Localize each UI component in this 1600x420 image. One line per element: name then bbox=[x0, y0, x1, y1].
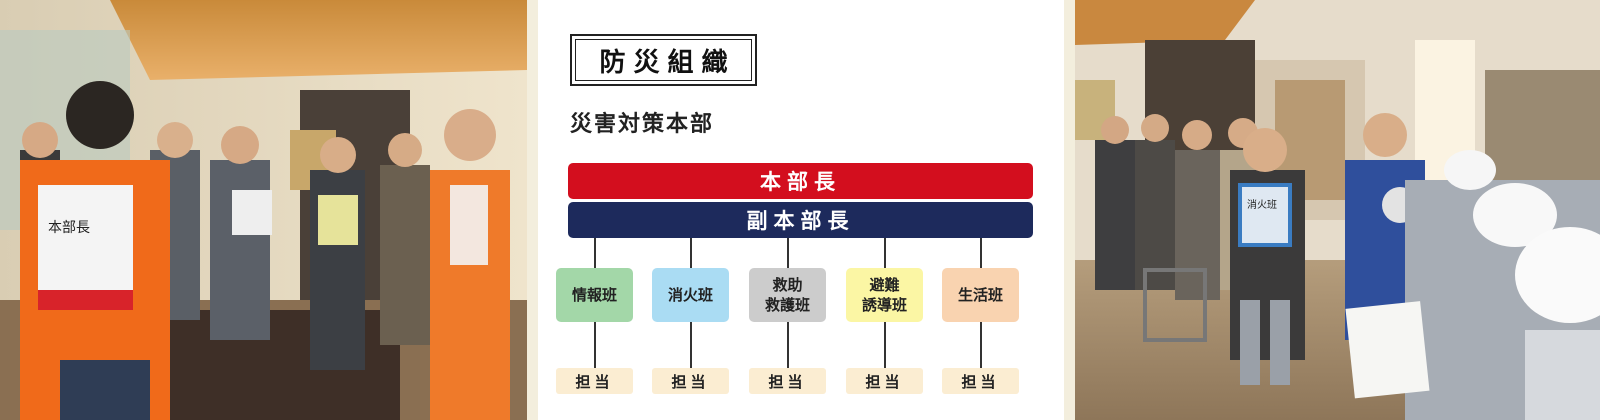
team-box: 消火班 bbox=[652, 268, 729, 322]
connector-line-upper bbox=[787, 238, 789, 268]
assignee-tag: 担当 bbox=[846, 368, 923, 394]
team-label: 避難 誘導班 bbox=[861, 276, 907, 314]
connector-line-lower bbox=[594, 322, 596, 368]
team-label: 救助 救護班 bbox=[764, 276, 810, 314]
photo-right-evacuation-drill: 消火班 bbox=[1075, 0, 1600, 420]
org-subtitle: 災害対策本部 bbox=[570, 112, 715, 137]
team-box: 避難 誘導班 bbox=[846, 268, 923, 322]
assignee-tag: 担当 bbox=[652, 368, 729, 394]
connector-line-lower bbox=[884, 322, 886, 368]
photo-right-illustration: 消火班 bbox=[1075, 0, 1600, 420]
team-label: 情報班 bbox=[571, 286, 617, 304]
assignee-tag: 担当 bbox=[749, 368, 826, 394]
vice-chief-bar: 副本部長 bbox=[568, 202, 1033, 238]
photo-left-illustration: 本部長 bbox=[0, 0, 527, 420]
connector-line-upper bbox=[690, 238, 692, 268]
vest-label-right: 消火班 bbox=[1247, 198, 1277, 211]
org-title: 防災組織 bbox=[599, 47, 736, 78]
team-box: 救助 救護班 bbox=[749, 268, 826, 322]
team-box: 情報班 bbox=[556, 268, 633, 322]
assignee-tag: 担当 bbox=[942, 368, 1019, 394]
connector-line-lower bbox=[787, 322, 789, 368]
team-label: 生活班 bbox=[957, 286, 1003, 304]
connector-line-upper bbox=[980, 238, 982, 268]
vest-label-left: 本部長 bbox=[48, 220, 90, 236]
connector-line-upper bbox=[594, 238, 596, 268]
org-chart-panel: 防災組織 災害対策本部 本部長 副本部長 情報班担当 消火班担当 救助 救護班担当 避… bbox=[538, 0, 1064, 420]
connector-line-lower bbox=[980, 322, 982, 368]
photo-left-drill-meeting: 本部長 bbox=[0, 0, 527, 420]
chief-bar: 本部長 bbox=[568, 163, 1033, 199]
connector-line-upper bbox=[884, 238, 886, 268]
org-title-box: 防災組織 bbox=[570, 34, 757, 86]
connector-line-lower bbox=[690, 322, 692, 368]
team-box: 生活班 bbox=[942, 268, 1019, 322]
team-label: 消火班 bbox=[667, 286, 713, 304]
assignee-tag: 担当 bbox=[556, 368, 633, 394]
